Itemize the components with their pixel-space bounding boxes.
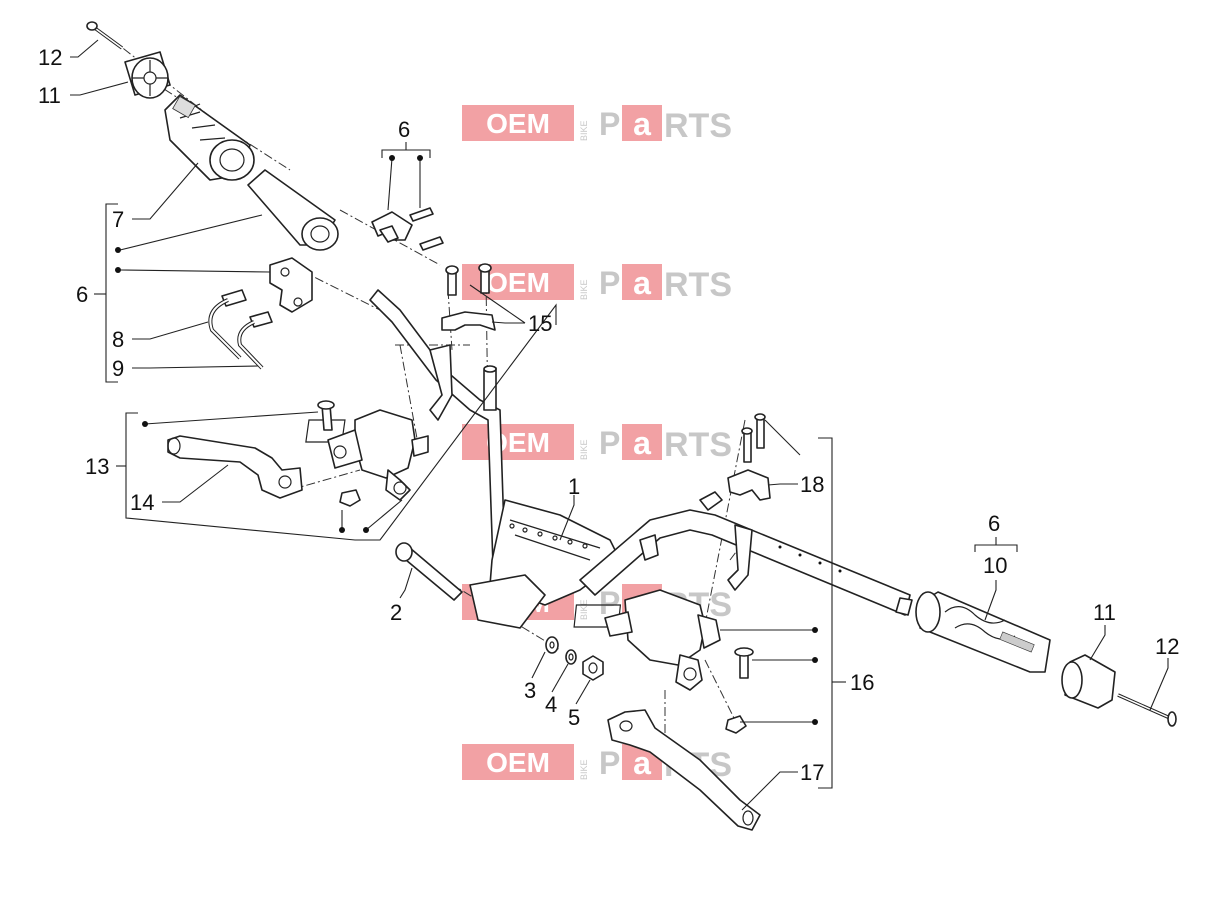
watermark-text: BIKE bbox=[579, 279, 589, 300]
watermark-text: P bbox=[599, 425, 620, 461]
throttle-cable-9 bbox=[237, 311, 273, 370]
watermark-text: RTS bbox=[664, 107, 732, 145]
callout-14: 14 bbox=[130, 490, 154, 515]
pivot-nut-right bbox=[725, 715, 747, 734]
watermark-text: OEM bbox=[486, 267, 550, 298]
handlebar-frame bbox=[369, 289, 913, 629]
bar-end-screw-right bbox=[1117, 693, 1177, 727]
handlebar-upper-clamp-right bbox=[727, 469, 771, 501]
callout-12: 12 bbox=[1155, 634, 1179, 659]
left-grip bbox=[164, 94, 255, 181]
watermark-text: RTS bbox=[664, 266, 732, 304]
callout-11: 11 bbox=[1093, 600, 1116, 625]
clamp-long-bolt bbox=[395, 542, 463, 601]
callout-11: 11 bbox=[38, 83, 61, 108]
lever-pivot-bolt bbox=[317, 400, 335, 431]
rear-brake-master-cylinder bbox=[305, 409, 429, 501]
washer-3 bbox=[545, 636, 559, 654]
callout-6: 6 bbox=[988, 511, 1000, 536]
rear-brake-lever bbox=[167, 435, 303, 499]
right-grip bbox=[915, 591, 1051, 673]
leader-lines bbox=[70, 39, 1169, 811]
nut-5 bbox=[582, 655, 604, 681]
clamp-bolts-right bbox=[741, 413, 766, 463]
bar-end-weight-left bbox=[124, 51, 171, 99]
callout-6: 6 bbox=[76, 282, 88, 307]
callout-12: 12 bbox=[38, 45, 62, 70]
watermark-text: BIKE bbox=[579, 599, 589, 620]
watermark-text: a bbox=[633, 425, 651, 461]
bar-end-screw-left bbox=[86, 21, 124, 50]
callout-13: 13 bbox=[85, 454, 109, 479]
callout-6: 6 bbox=[398, 117, 410, 142]
throttle-cable-8 bbox=[208, 289, 247, 360]
callout-9: 9 bbox=[112, 356, 124, 381]
callout-2: 2 bbox=[390, 600, 402, 625]
watermark-text: BIKE bbox=[579, 759, 589, 780]
housing-screws-top bbox=[409, 207, 444, 251]
watermark-text: P bbox=[599, 265, 620, 301]
callout-labels: 12 11 7 6 8 9 6 15 13 14 1 2 3 4 5 18 6 … bbox=[38, 45, 1179, 785]
watermark-text: a bbox=[633, 106, 651, 142]
callout-5: 5 bbox=[568, 705, 580, 730]
watermark-text: a bbox=[633, 265, 651, 301]
switch-housing-cover bbox=[371, 211, 413, 243]
watermark-text: P bbox=[599, 585, 620, 621]
callout-7: 7 bbox=[112, 207, 124, 232]
watermark-text: OEM bbox=[486, 747, 550, 778]
callout-17: 17 bbox=[800, 760, 824, 785]
lever-pivot-bolt-right bbox=[734, 647, 754, 679]
callout-10: 10 bbox=[983, 553, 1007, 578]
watermark-text: P bbox=[599, 106, 620, 142]
pivot-nut-left bbox=[339, 489, 361, 507]
callout-1: 1 bbox=[568, 474, 580, 499]
watermark-text: BIKE bbox=[579, 439, 589, 460]
clamp-bolts-left bbox=[445, 263, 492, 296]
callout-18: 18 bbox=[800, 472, 824, 497]
front-brake-master-cylinder bbox=[573, 589, 721, 691]
watermark-text: RTS bbox=[664, 426, 732, 464]
throttle-sleeve bbox=[247, 169, 339, 251]
callout-4: 4 bbox=[545, 692, 557, 717]
front-brake-lever bbox=[607, 709, 761, 831]
callout-15: 15 bbox=[528, 311, 552, 336]
watermark-text: P bbox=[599, 745, 620, 781]
watermark-text: OEM bbox=[486, 108, 550, 139]
watermark-text: a bbox=[633, 745, 651, 781]
washer-4 bbox=[565, 649, 577, 665]
callout-3: 3 bbox=[524, 678, 536, 703]
throttle-control-housing bbox=[269, 257, 313, 313]
callout-8: 8 bbox=[112, 327, 124, 352]
bar-end-weight-right bbox=[1061, 654, 1116, 709]
bullet-dots bbox=[115, 155, 818, 725]
watermark-text: BIKE bbox=[579, 120, 589, 141]
handlebar-upper-clamp-left bbox=[441, 311, 496, 331]
callout-16: 16 bbox=[850, 670, 874, 695]
